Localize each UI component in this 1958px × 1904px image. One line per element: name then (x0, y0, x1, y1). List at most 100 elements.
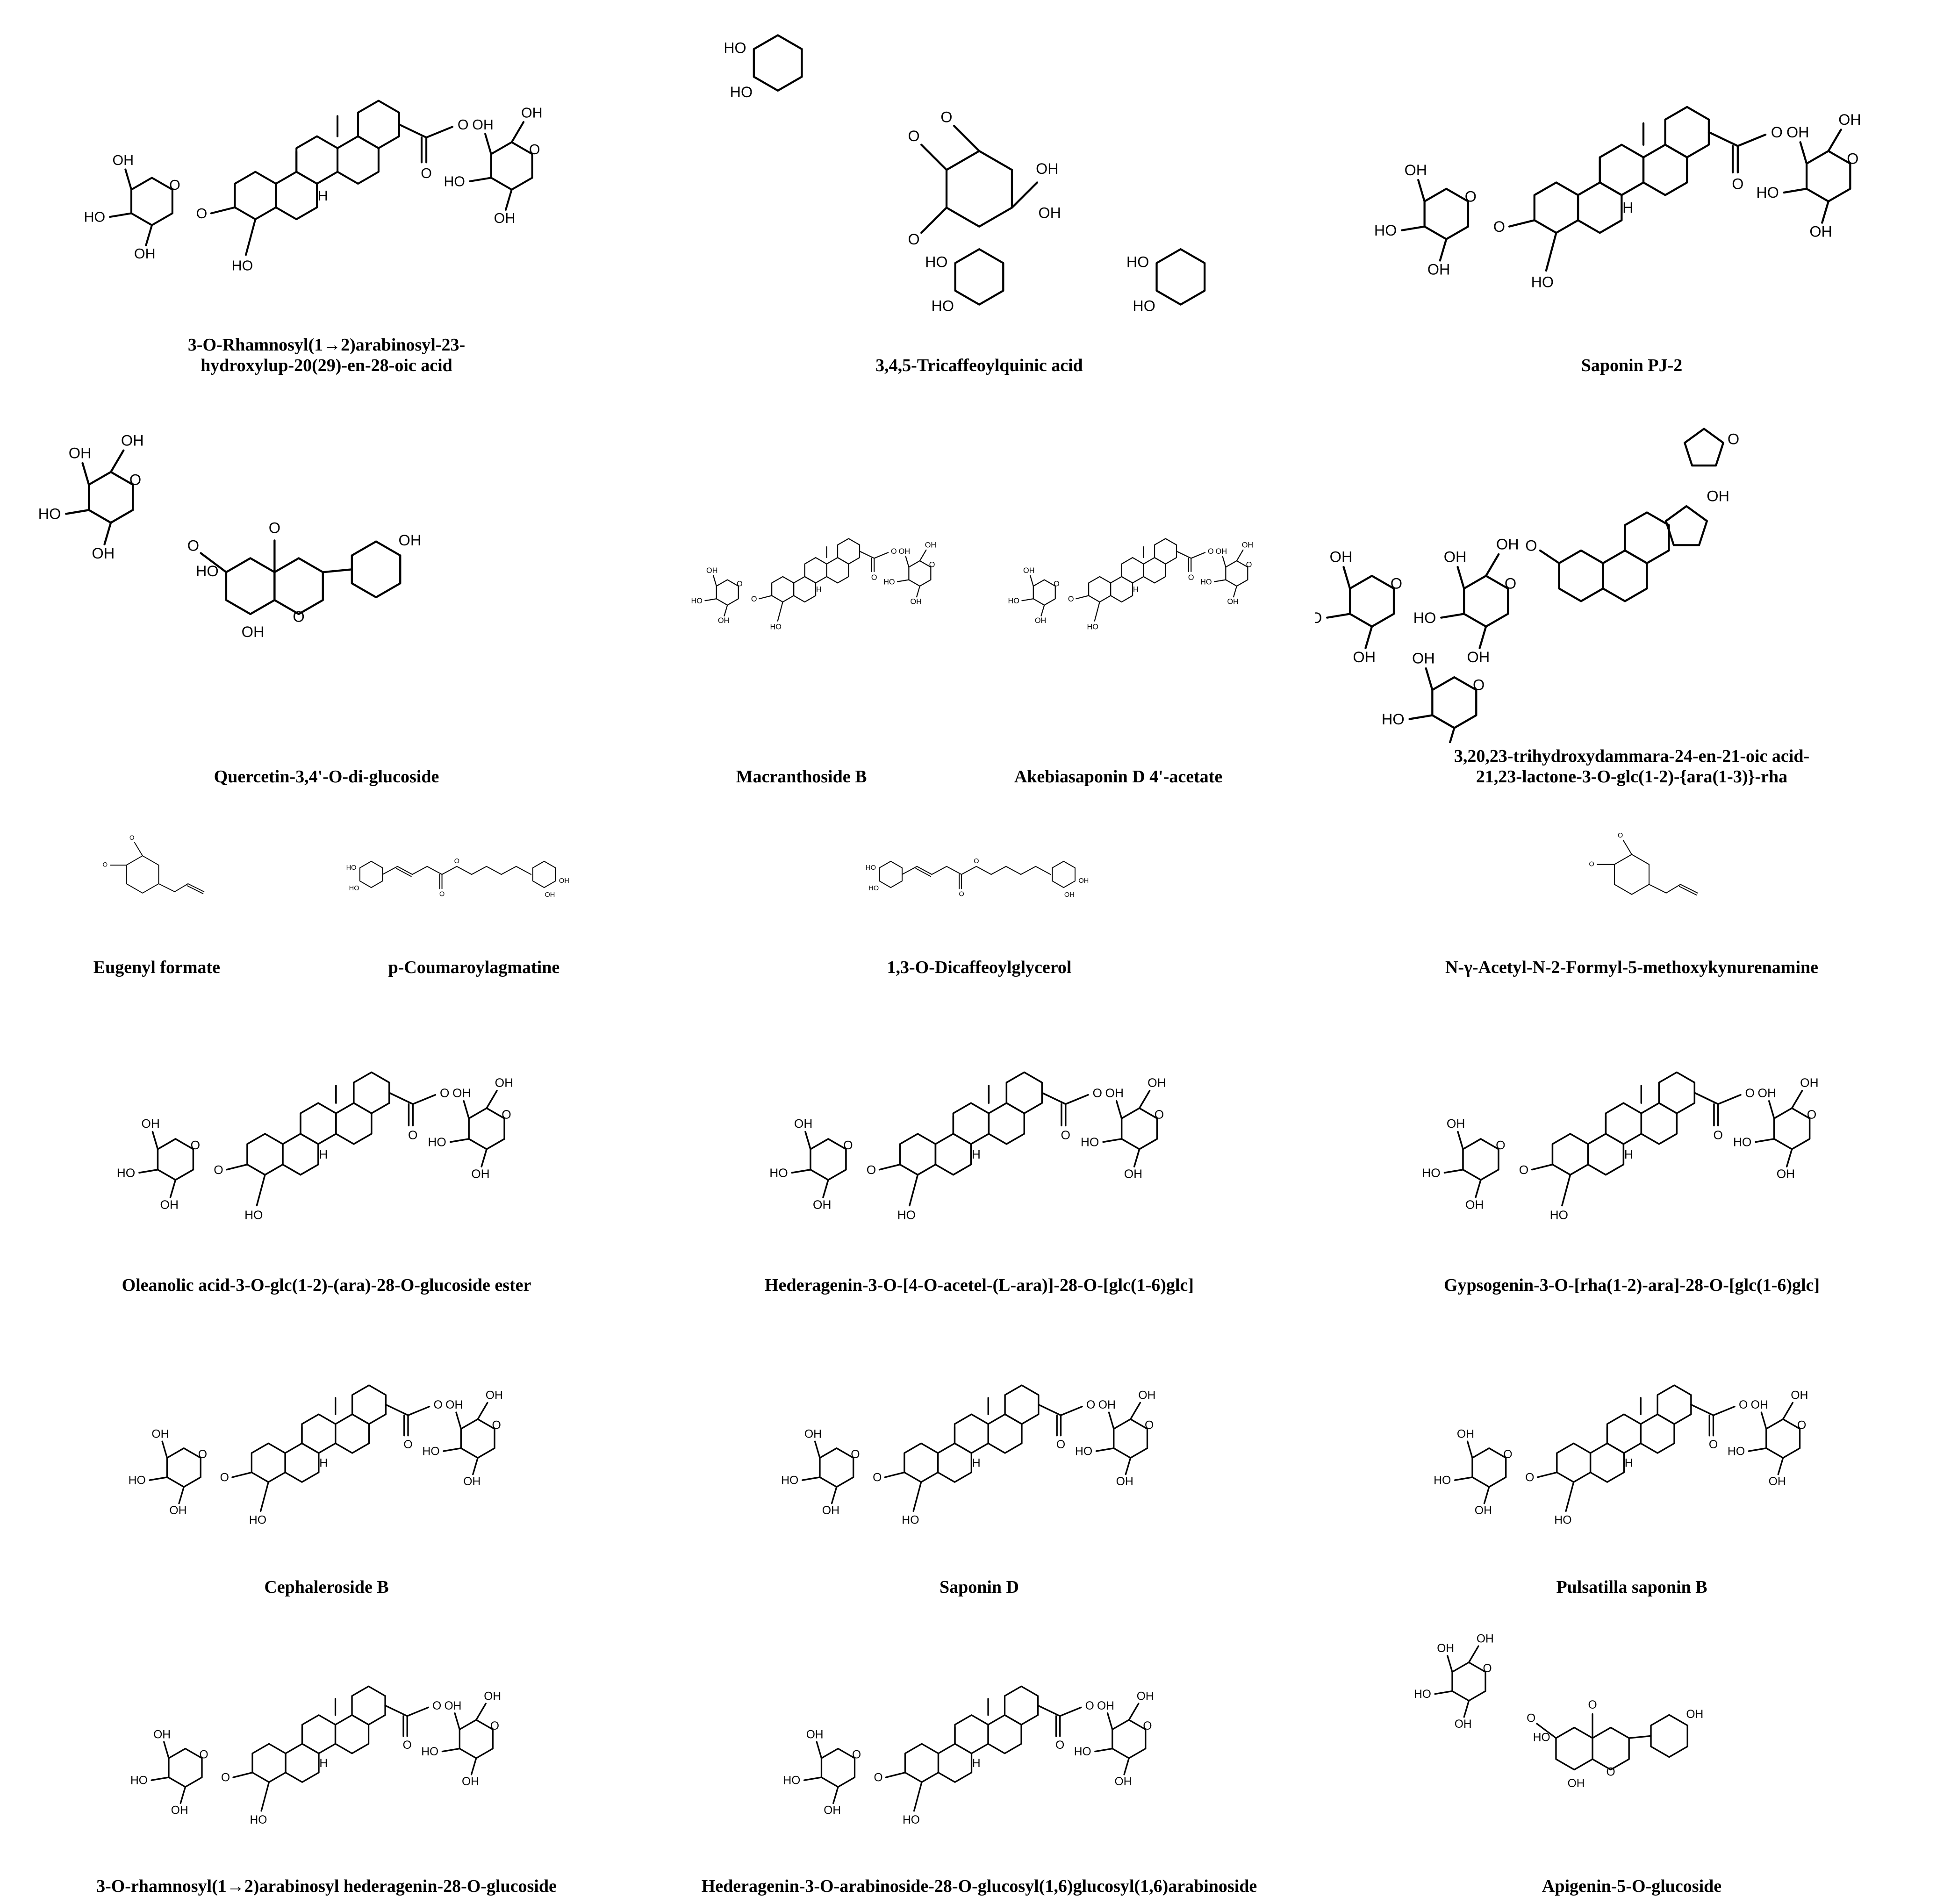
double-bond (916, 866, 932, 875)
double-bond (187, 883, 205, 892)
hydroxyl-bond (1408, 714, 1434, 720)
ester-bond (1059, 1706, 1082, 1717)
hydrogen-label: H (319, 1457, 328, 1469)
hydroxyl-bond (1106, 1712, 1113, 1731)
glycoside-bond (1536, 1471, 1558, 1478)
oxygen-label: O (129, 834, 135, 841)
hydroxyl-label: OH (1455, 1718, 1472, 1731)
ring-oxygen-label: O (1473, 677, 1485, 694)
sugar-ring-bond (1765, 1418, 1801, 1459)
ester-bond (874, 552, 889, 559)
ring-bond (1551, 1133, 1589, 1176)
hydroxyl-label: OH (160, 1197, 179, 1211)
ester-oxygen-label: O (974, 858, 979, 865)
hydroxyl-label: OH (399, 532, 422, 549)
hydroxyl-bond (803, 1776, 823, 1781)
chain-bond (486, 866, 502, 875)
hydroxyl-bond (449, 1138, 470, 1143)
carboxyl-bond (1041, 1092, 1067, 1105)
ester-oxygen-label: O (434, 1399, 443, 1411)
hydroxyl-label: HO (1075, 1446, 1092, 1458)
compound-name-14: Gypsogenin-3-O-[rha(1-2)-ara]-28-O-[glc(… (1443, 1275, 1820, 1295)
hydroxyl-bond (1434, 1690, 1453, 1695)
ring-bond (952, 1102, 990, 1145)
compound-name-4: Quercetin-3,4'-O-di-glucoside (214, 767, 439, 787)
hydrogen-label: H (319, 1147, 328, 1161)
ring-bond (1664, 106, 1710, 158)
ring-bond (334, 1714, 370, 1754)
glycoside-bond (1075, 595, 1090, 600)
hydroxyl-bond (81, 462, 90, 486)
hydroxyl-bond (1108, 1411, 1115, 1430)
hydroxyl-bond (455, 1411, 462, 1430)
glycoside-oxygen-label: O (214, 1163, 223, 1177)
hydroxyl-label: OH (1465, 1197, 1484, 1211)
ring-bond (300, 1102, 337, 1145)
chain-bond (1020, 866, 1036, 875)
ester-bond (920, 207, 948, 234)
hydroxyl-label: HO (783, 1775, 800, 1787)
ring-bond (251, 1743, 287, 1783)
sugar-ring-bond (166, 1447, 201, 1488)
ring-bond (282, 1133, 319, 1176)
sugar-ring-bond (1805, 150, 1851, 203)
substituent-bond (158, 883, 175, 892)
sugar-ring-bond (1348, 574, 1395, 628)
hydroxyl-label: OH (1078, 877, 1089, 885)
chain-bond (1035, 866, 1051, 875)
glycoside-bond (1539, 549, 1560, 565)
glycoside-bond (884, 1471, 905, 1478)
double-bond (397, 866, 413, 875)
chain-bond (426, 866, 443, 875)
ring-bond (1599, 143, 1645, 196)
glycoside-oxygen-label: O (751, 595, 757, 603)
hydroxymethyl-bond (1545, 232, 1557, 272)
ring-oxygen-label: O (1246, 561, 1252, 569)
hydroxyl-label: OH (1148, 1075, 1166, 1089)
sugar-ring-bond (1773, 1107, 1811, 1150)
hydroxyl-bond (1454, 1476, 1473, 1481)
hydroxymethyl-bond (1827, 129, 1842, 152)
hydroxyl-bond (1768, 1100, 1775, 1119)
ring-oxygen-label: O (490, 1720, 499, 1732)
hydroxyl-bond (916, 586, 920, 598)
hydroxyl-label: HO (1413, 609, 1436, 626)
compound-name-16: Saponin D (939, 1577, 1019, 1597)
ring-bond (1658, 1071, 1696, 1114)
hydroxyl-label: OH (925, 541, 936, 550)
hydroxyl-bond (1417, 179, 1426, 203)
glycoside-oxygen-label: O (1527, 1712, 1535, 1725)
hydrogen-label: H (972, 1757, 981, 1770)
hydroxyl-label: HO (444, 174, 465, 190)
hydroxyl-bond (469, 177, 492, 182)
hydroxyl-bond (124, 168, 133, 191)
hydroxyl-bond (1466, 1440, 1473, 1459)
hydroxyl-label: HO (130, 1775, 148, 1787)
hydroxyl-label: OH (1467, 649, 1490, 666)
hydroxyl-bond (149, 1476, 168, 1481)
ring-bond (295, 135, 339, 185)
hydroxyl-bond (1777, 1457, 1784, 1475)
ring-oxygen-label: O (1496, 1138, 1505, 1152)
compound-name-10: 1,3-O-Dicaffeoylglycerol (887, 958, 1072, 977)
hydroxyl-label: OH (1115, 1775, 1132, 1788)
ring-bond (1664, 505, 1708, 546)
compound-name-1: 3-O-Rhamnosyl(1→2)arabinosyl-23- hydroxy… (187, 335, 466, 375)
ring-bond (234, 171, 277, 221)
hydroxyl-label: OH (452, 1086, 471, 1100)
ring-oxygen-label: O (1503, 1448, 1512, 1461)
ester-oxygen-label: O (440, 1086, 449, 1100)
hydroxyl-bond (1040, 604, 1045, 616)
carboxyl-bond (388, 1092, 414, 1105)
ring-oxygen-label: O (1797, 1419, 1806, 1432)
carboxyl-bond (859, 551, 875, 559)
hydroxyl-bond (1102, 1138, 1123, 1143)
ring-bond (904, 1743, 940, 1783)
hydroxyl-bond (1342, 565, 1351, 590)
ring-bond (246, 1133, 284, 1176)
hydroxymethyl-bond (1094, 601, 1100, 622)
